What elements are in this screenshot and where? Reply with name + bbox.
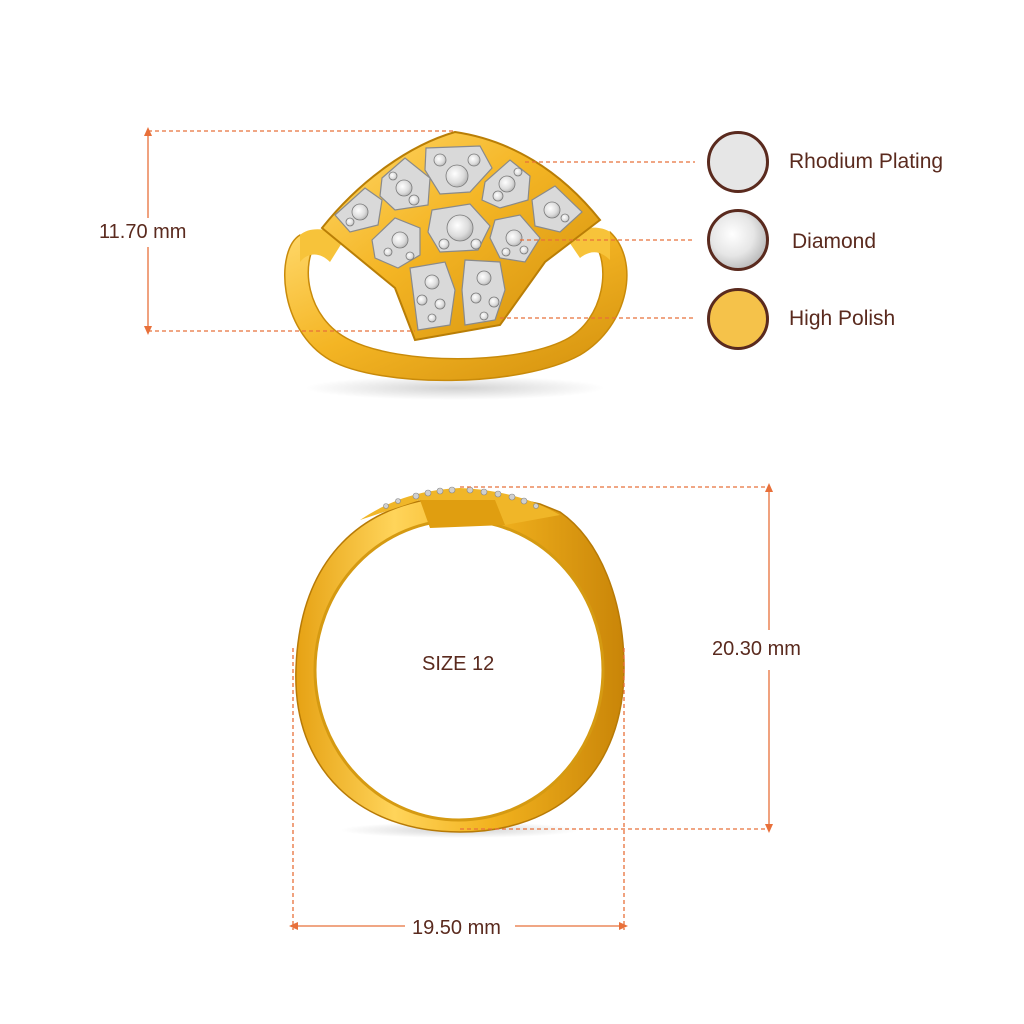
ring-size-label: SIZE 12 — [422, 653, 495, 675]
diamond-swatch-icon — [707, 209, 769, 271]
high-polish-swatch-icon — [707, 288, 769, 350]
height-top-label: 11.70 mm — [99, 221, 187, 244]
ring-top-view — [284, 130, 628, 400]
legend-label-rhodium: Rhodium Plating — [789, 150, 944, 173]
legend-label-high-polish: High Polish — [789, 307, 896, 330]
height-front-label: 20.30 mm — [712, 638, 801, 661]
legend-label-diamond: Diamond — [792, 230, 877, 253]
ring-front-view — [295, 486, 625, 838]
dimension-arrows — [144, 127, 773, 930]
rhodium-swatch-icon — [707, 131, 769, 193]
width-front-label: 19.50 mm — [412, 917, 501, 940]
dimension-lines — [147, 130, 770, 930]
